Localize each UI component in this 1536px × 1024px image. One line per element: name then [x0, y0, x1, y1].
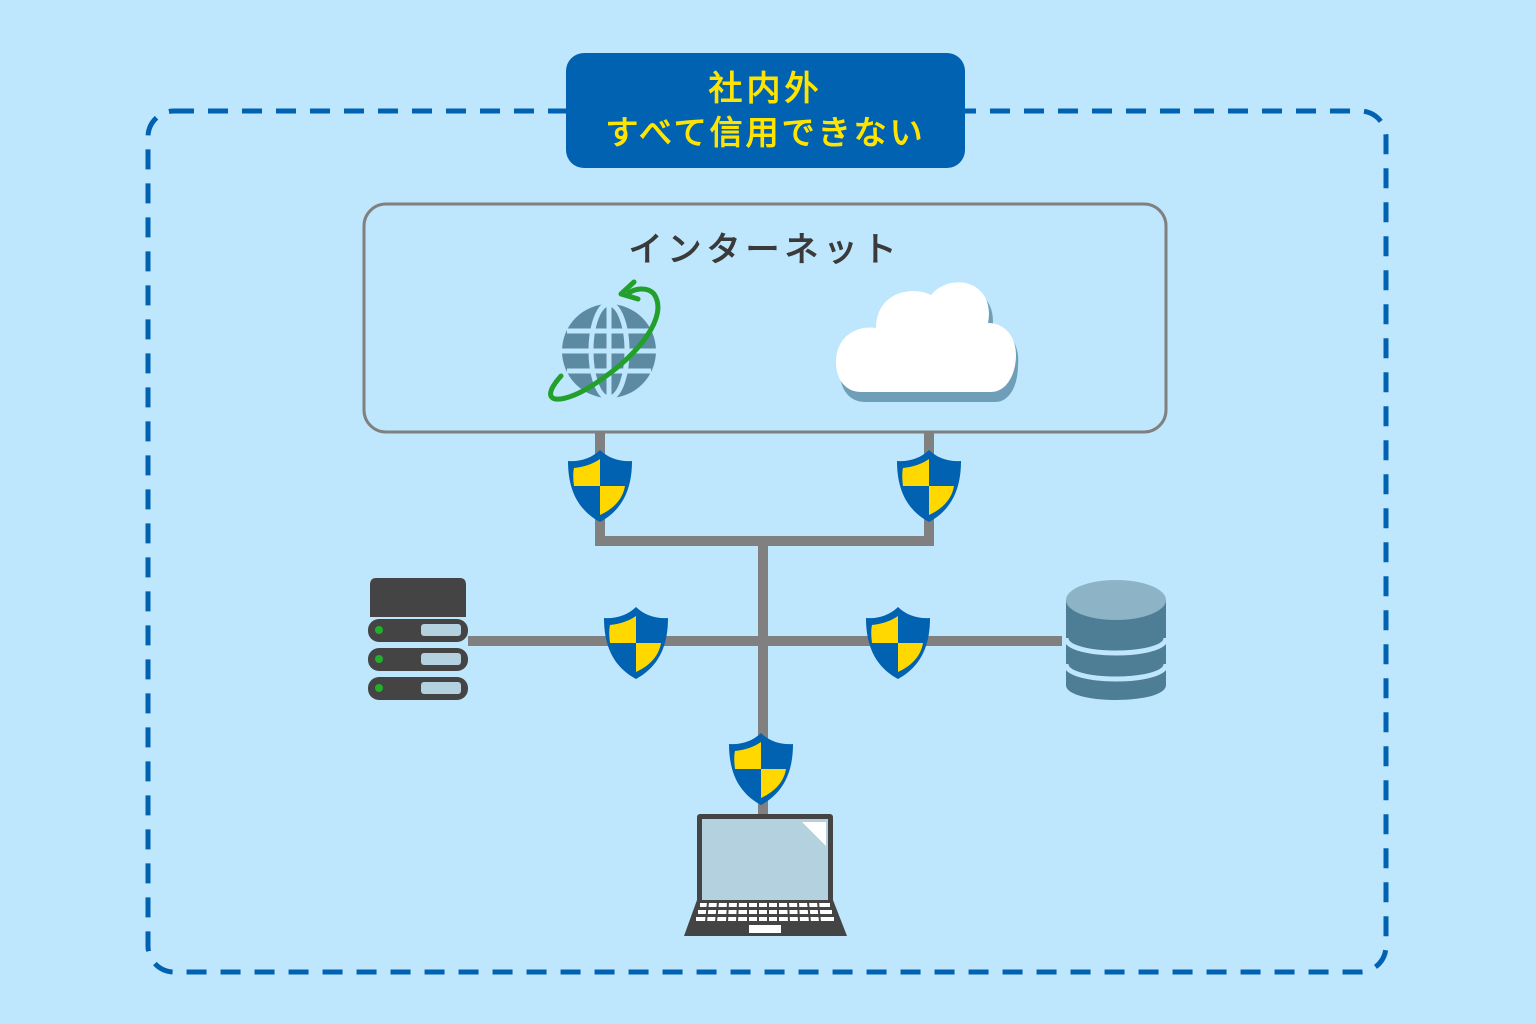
- cloud-icon: [836, 282, 1019, 402]
- database-icon: [1063, 580, 1169, 700]
- internet-label: インターネット: [628, 230, 902, 270]
- shield-icon: [729, 733, 793, 805]
- shield-icon: [568, 450, 632, 522]
- scope-title-badge: 社内外 すべて信用できない: [566, 53, 965, 168]
- laptop-icon: [684, 814, 847, 936]
- scope-title: 社内外: [708, 68, 823, 109]
- shield-icon: [866, 607, 930, 679]
- shield-icon: [897, 450, 961, 522]
- scope-subtitle: すべて信用できない: [605, 112, 926, 152]
- shield-icon: [604, 607, 668, 679]
- globe-icon: [548, 279, 661, 402]
- server-icon: [368, 578, 468, 700]
